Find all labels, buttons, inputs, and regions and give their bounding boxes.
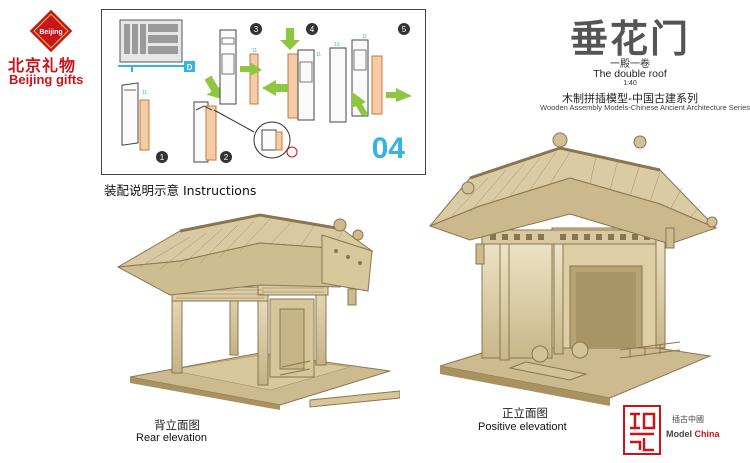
front-elevation-model-image: [428, 132, 718, 406]
series-title-en: Wooden Assembly Models-Chinese Ancient A…: [540, 103, 750, 112]
brand-name-en: Beijing gifts: [9, 72, 84, 87]
step-1-illustration: 11 1: [121, 82, 168, 163]
logo-text: Beijing: [39, 29, 62, 36]
svg-text:11: 11: [362, 34, 367, 40]
step-3-badge: 3: [254, 25, 259, 34]
series-title-cn: 木制拼插模型-中国古建系列: [562, 92, 698, 105]
step-5-illustration: 10 11 5: [329, 23, 412, 123]
product-scale: 1:40: [623, 80, 637, 87]
part-label-d: D: [187, 63, 193, 72]
parts-sheet-illustration: D: [118, 19, 195, 72]
product-subtitle-cn: 一殿一卷: [610, 59, 650, 70]
svg-text:10: 10: [334, 42, 340, 48]
step-4-illustration: 11 4: [262, 23, 321, 121]
product-title-cn: 垂花门: [569, 16, 690, 61]
magnified-detail-illustration: [213, 109, 298, 159]
model-china-seal-icon: 精古: [623, 405, 661, 455]
rear-elevation-label-en: Rear elevation: [136, 432, 207, 444]
model-china-name-cn: 插古中國: [672, 415, 704, 424]
step-3-illustration: 11 3: [219, 23, 262, 105]
beijing-gifts-logo-icon: Beijing: [30, 10, 72, 52]
front-elevation-label-en: Positive elevationt: [478, 421, 567, 433]
svg-text:11: 11: [316, 52, 321, 58]
brand-name-cn: 北京礼物: [8, 56, 77, 75]
instructions-caption: 装配说明示意 Instructions: [104, 183, 257, 198]
svg-text:11: 11: [252, 48, 257, 54]
front-elevation-label-cn: 正立面图: [502, 406, 548, 420]
step-number: 04: [371, 132, 405, 165]
step-5-badge: 5: [402, 25, 407, 34]
model-china-name-en: Model China: [666, 429, 720, 439]
instructions-panel: D 11 1 2 11 3: [101, 9, 426, 175]
loose-planks: [309, 390, 400, 408]
assembly-diagram: D 11 1 2 11 3: [118, 19, 412, 163]
step-2-badge: 2: [224, 153, 229, 162]
rear-elevation-model-image: [116, 213, 400, 410]
step-4-badge: 4: [310, 25, 315, 34]
svg-text:11: 11: [142, 90, 147, 96]
step-2-illustration: 2: [193, 75, 232, 163]
step-1-badge: 1: [160, 153, 165, 162]
product-title-en: The double roof: [593, 68, 667, 80]
rear-elevation-label-cn: 背立面图: [154, 418, 200, 432]
